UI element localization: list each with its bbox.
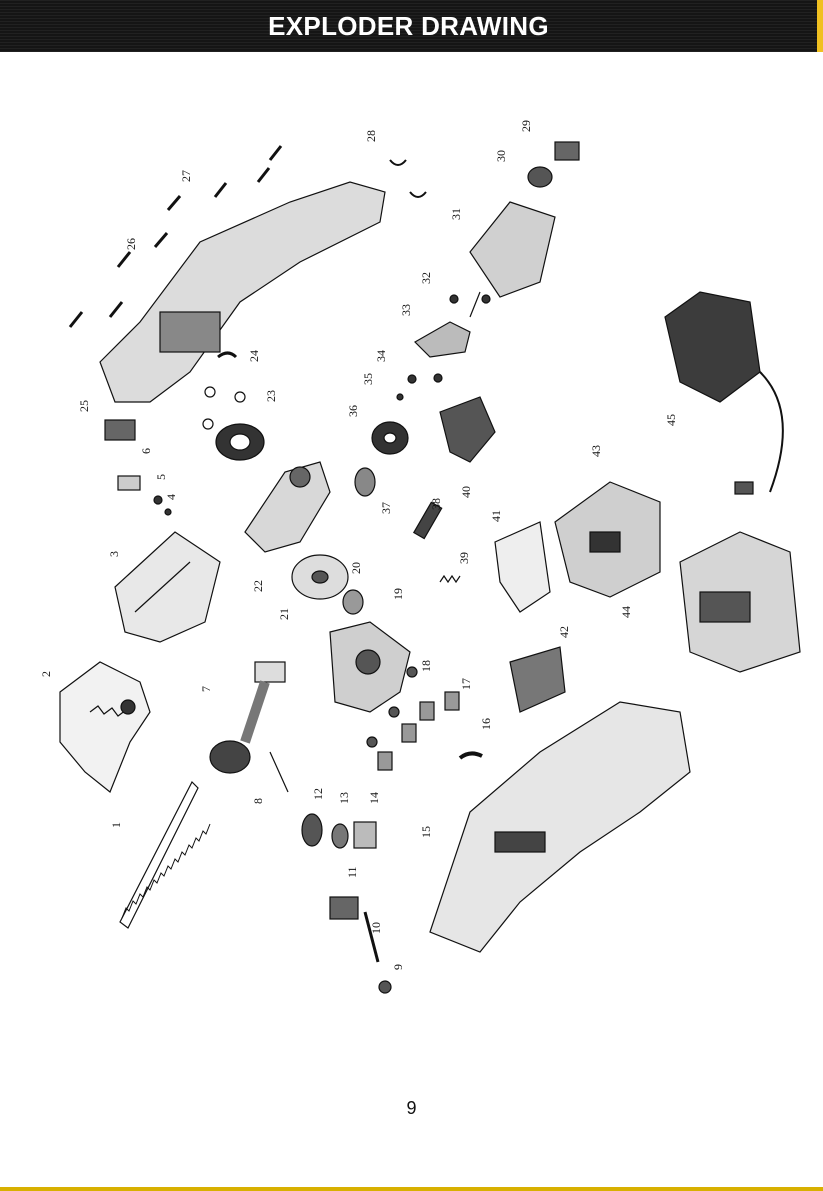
upper-housing-part (100, 182, 385, 402)
callout-17: 17 (459, 678, 473, 690)
callout-35: 35 (361, 373, 375, 385)
motor-end-parts (528, 142, 579, 187)
callout-10: 10 (369, 922, 383, 934)
callout-2: 2 (39, 671, 53, 677)
callout-31: 31 (449, 208, 463, 220)
callout-15: 15 (419, 826, 433, 838)
lower-housing-part (430, 702, 690, 952)
motor-bearing-part (372, 422, 408, 454)
callout-11: 11 (345, 866, 359, 878)
callout-36: 36 (346, 405, 360, 417)
callout-9: 9 (391, 964, 405, 970)
bushing-part (343, 590, 363, 614)
callout-1: 1 (109, 822, 123, 828)
battery-contact-part (495, 522, 550, 612)
plunger-part (210, 662, 285, 773)
callout-5: 5 (154, 474, 168, 480)
callout-41: 41 (489, 510, 503, 522)
bottom-rule (0, 1187, 823, 1191)
callout-30: 30 (494, 150, 508, 162)
header-banner: EXPLODER DRAWING (0, 0, 823, 52)
callout-23: 23 (264, 390, 278, 402)
cover-part (510, 647, 565, 712)
shoe-plate-part (115, 532, 220, 642)
callout-34: 34 (374, 350, 388, 362)
exploded-view-diagram: 1 2 3 4 5 6 7 8 9 10 11 12 13 14 15 16 1… (0, 52, 823, 1092)
callout-40: 40 (459, 486, 473, 498)
callout-37: 37 (379, 502, 393, 514)
clip-parts (203, 353, 245, 429)
wire-clip-parts (390, 160, 426, 197)
saw-blade-part (120, 782, 210, 928)
callout-45: 45 (664, 414, 678, 426)
pinion-part (355, 468, 375, 496)
callout-8: 8 (251, 798, 265, 804)
callout-13: 13 (337, 792, 351, 804)
spring-part (440, 576, 460, 582)
callout-6: 6 (139, 448, 153, 454)
large-gear-part (292, 555, 348, 599)
callout-16: 16 (479, 718, 493, 730)
callout-33: 33 (399, 304, 413, 316)
callout-3: 3 (107, 551, 121, 557)
callout-19: 19 (391, 588, 405, 600)
callout-43: 43 (589, 445, 603, 457)
callout-18: 18 (419, 660, 433, 672)
blade-guard-part (60, 662, 150, 792)
small-parts-cluster (302, 814, 391, 993)
callout-32: 32 (419, 272, 433, 284)
gear-housing-part (330, 622, 410, 712)
page-number: 9 (0, 1098, 823, 1119)
page-title: EXPLODER DRAWING (268, 11, 549, 42)
callout-26: 26 (124, 238, 138, 250)
battery-pack-part (680, 532, 800, 672)
callout-29: 29 (519, 120, 533, 132)
callout-22: 22 (251, 580, 265, 592)
callout-4: 4 (164, 494, 178, 500)
battery-part (555, 482, 660, 597)
callout-14: 14 (367, 792, 381, 804)
pin-part (270, 752, 288, 792)
callout-25: 25 (77, 400, 91, 412)
gear-case-part (245, 462, 330, 552)
callout-12: 12 (311, 788, 325, 800)
callout-20: 20 (349, 562, 363, 574)
callout-27: 27 (179, 170, 193, 182)
callout-38: 38 (429, 498, 443, 510)
bearing-part (216, 424, 264, 460)
callout-21: 21 (277, 608, 291, 620)
callout-42: 42 (557, 626, 571, 638)
callout-39: 39 (457, 552, 471, 564)
charger-part (665, 292, 783, 494)
callout-24: 24 (247, 350, 261, 362)
callout-28: 28 (364, 130, 378, 142)
callout-44: 44 (619, 606, 633, 618)
bracket-part (105, 420, 135, 440)
callout-7: 7 (199, 686, 213, 692)
switch-part (440, 397, 495, 462)
